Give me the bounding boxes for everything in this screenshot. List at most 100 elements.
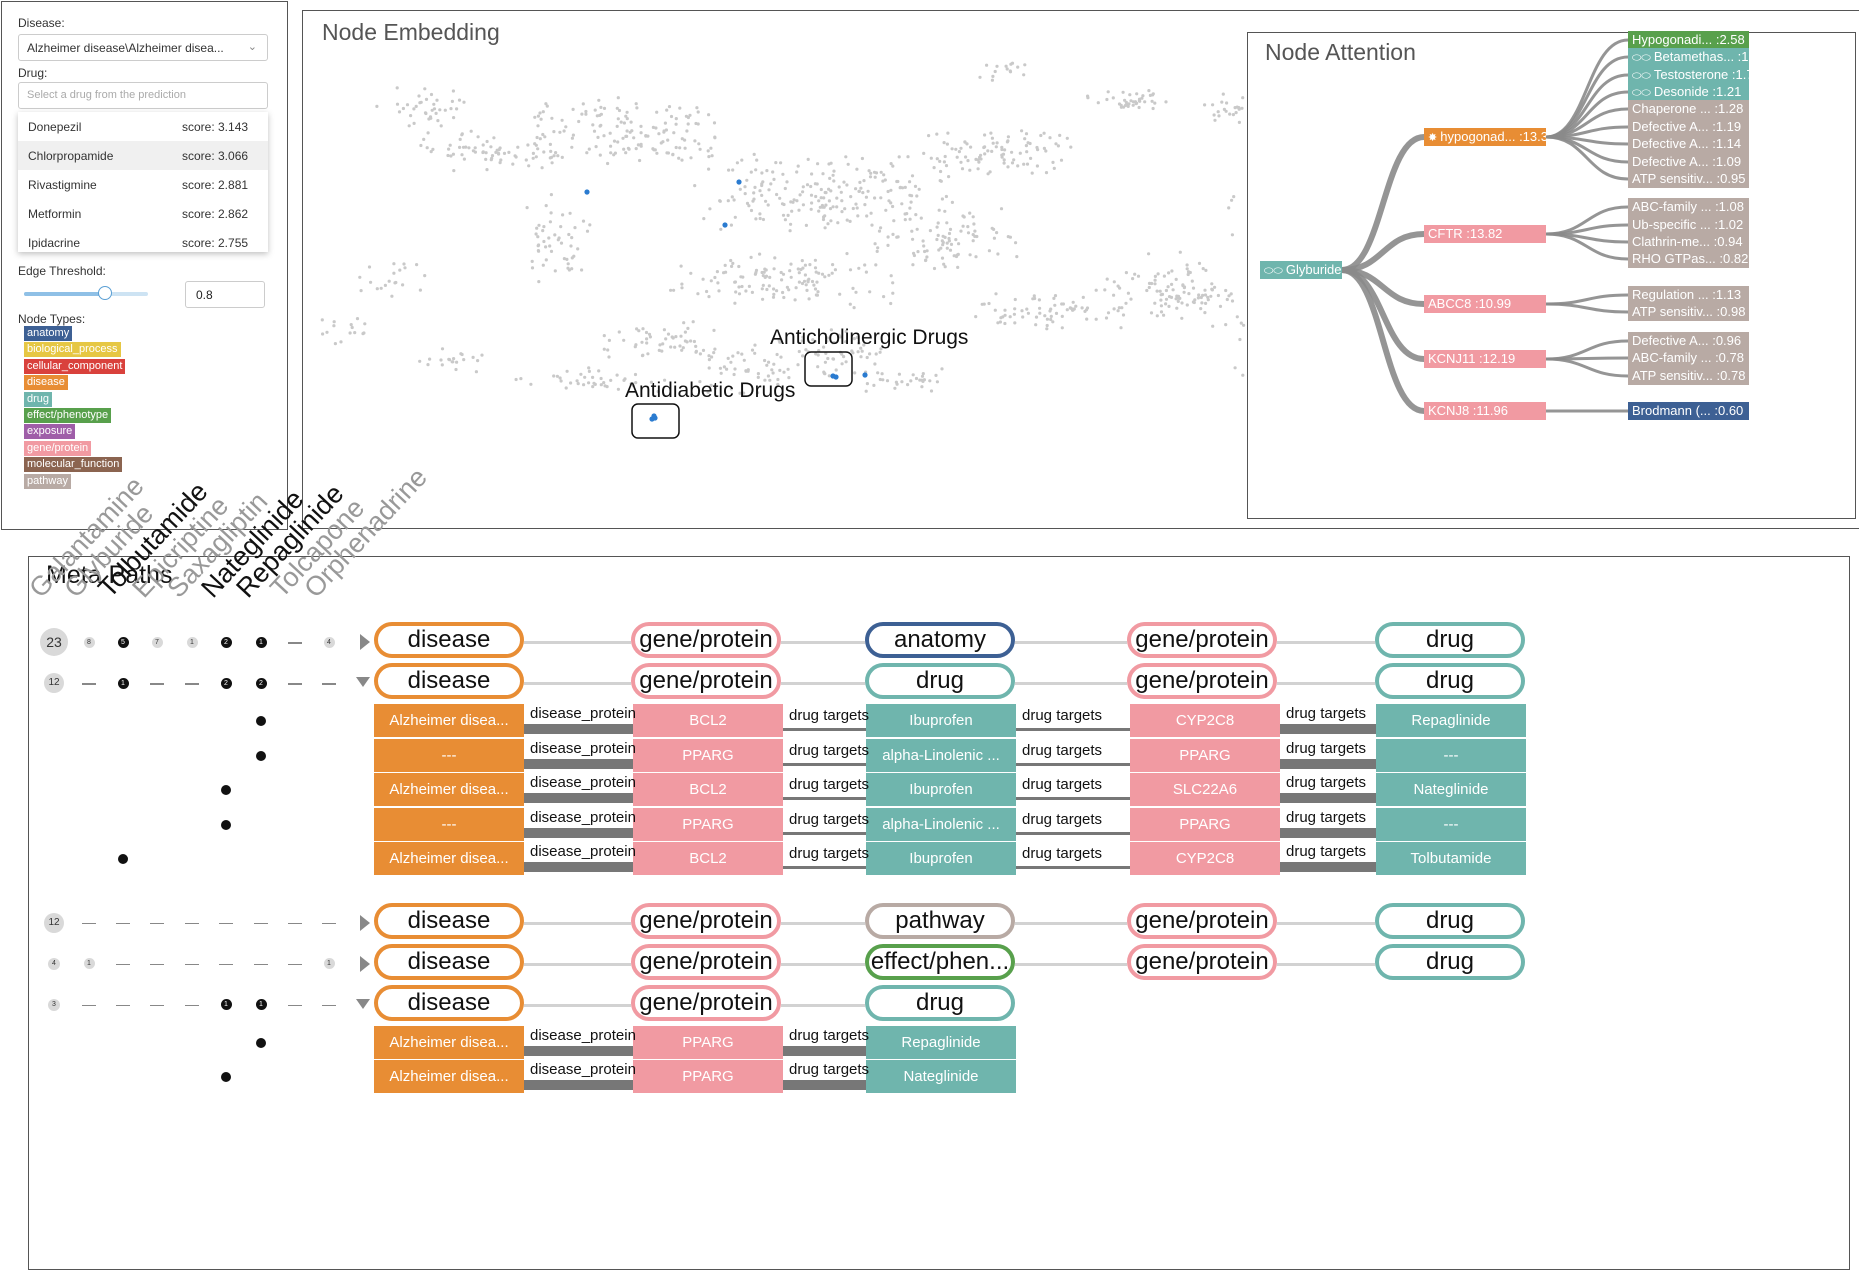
attention-node[interactable]: Brodmann (... :0.60 xyxy=(1628,402,1749,420)
meta-path-node-drug[interactable]: drug xyxy=(1375,622,1525,658)
meta-path-node-anatomy[interactable]: anatomy xyxy=(865,622,1015,658)
path-instance-node[interactable]: CYP2C8 xyxy=(1130,704,1280,737)
edge-threshold-slider[interactable] xyxy=(24,286,148,300)
path-instance-node[interactable]: PPARG xyxy=(633,1025,783,1059)
path-instance-node[interactable]: PPARG xyxy=(633,1060,783,1093)
meta-path-node-drug[interactable]: drug xyxy=(1375,943,1525,980)
meta-path-node-gene_protein[interactable]: gene/protein xyxy=(631,984,781,1021)
attention-node[interactable]: Defective A... :0.96 xyxy=(1628,332,1749,350)
path-instance-node[interactable]: BCL2 xyxy=(633,842,783,875)
path-instance-node[interactable]: alpha-Linolenic ... xyxy=(866,738,1016,772)
path-instance-node[interactable]: PPARG xyxy=(1130,738,1280,772)
meta-path-node-gene_protein[interactable]: gene/protein xyxy=(631,943,781,980)
meta-path-node-gene_protein[interactable]: gene/protein xyxy=(1127,943,1277,980)
path-instance-node[interactable]: Ibuprofen xyxy=(866,842,1016,875)
collapse-triangle-icon[interactable] xyxy=(356,677,370,687)
path-instance-node[interactable]: PPARG xyxy=(633,738,783,772)
attention-node[interactable]: ATP sensitiv... :0.98 xyxy=(1628,303,1749,321)
node-type-gene_protein[interactable]: gene/protein xyxy=(24,440,92,456)
node-type-effect_phenotype[interactable]: effect/phenotype xyxy=(24,408,112,423)
attention-node[interactable]: ABC-family ... :0.78 xyxy=(1628,349,1749,367)
attention-node[interactable]: Chaperone ... :1.28 xyxy=(1628,100,1749,118)
node-type-anatomy[interactable]: anatomy xyxy=(24,326,73,341)
meta-path-node-drug[interactable]: drug xyxy=(1375,663,1525,699)
path-instance-node[interactable]: PPARG xyxy=(1130,807,1280,841)
meta-path-node-drug[interactable]: drug xyxy=(865,663,1015,699)
attention-node[interactable]: ABCC8 :10.99 xyxy=(1424,295,1546,313)
attention-node[interactable]: Defective A... :1.19 xyxy=(1628,118,1749,136)
meta-path-node-gene_protein[interactable]: gene/protein xyxy=(1127,663,1277,699)
disease-select[interactable]: Alzheimer disease\Alzheimer disea... ⌄ xyxy=(18,34,268,61)
node-type-disease[interactable]: disease xyxy=(24,375,68,391)
path-instance-node[interactable]: BCL2 xyxy=(633,773,783,806)
path-instance-node[interactable]: Alzheimer disea... xyxy=(374,704,524,737)
expand-triangle-icon[interactable] xyxy=(360,914,370,931)
path-instance-node[interactable]: SLC22A6 xyxy=(1130,773,1280,806)
path-instance-node[interactable]: Repaglinide xyxy=(866,1025,1016,1059)
attention-node[interactable]: Clathrin-me... :0.94 xyxy=(1628,233,1749,251)
path-instance-node[interactable]: alpha-Linolenic ... xyxy=(866,807,1016,841)
path-instance-node[interactable]: CYP2C8 xyxy=(1130,842,1280,875)
drug-search-input[interactable]: Select a drug from the prediction xyxy=(18,82,268,109)
highlighted-drug-point[interactable] xyxy=(722,222,728,228)
path-instance-node[interactable]: --- xyxy=(1376,807,1526,841)
path-instance-node[interactable]: Ibuprofen xyxy=(866,773,1016,806)
attention-node[interactable]: CFTR :13.82 xyxy=(1424,225,1546,243)
meta-path-node-gene_protein[interactable]: gene/protein xyxy=(631,663,781,699)
highlighted-drug-point[interactable] xyxy=(862,372,868,378)
attention-node[interactable]: Defective A... :1.09 xyxy=(1628,153,1749,171)
path-instance-node[interactable]: Alzheimer disea... xyxy=(374,1060,524,1093)
path-instance-node[interactable]: Alzheimer disea... xyxy=(374,773,524,806)
attention-node[interactable]: ABC-family ... :1.08 xyxy=(1628,198,1749,216)
attention-node[interactable]: ATP sensitiv... :0.95 xyxy=(1628,170,1749,188)
path-instance-node[interactable]: --- xyxy=(374,807,524,841)
node-type-exposure[interactable]: exposure xyxy=(24,424,76,440)
meta-path-node-disease[interactable]: disease xyxy=(374,943,524,980)
attention-node[interactable]: ATP sensitiv... :0.78 xyxy=(1628,367,1749,385)
attention-node[interactable]: ⬭⬭ Testosterone :1.79 xyxy=(1628,66,1749,84)
path-instance-node[interactable]: Repaglinide xyxy=(1376,704,1526,737)
path-instance-node[interactable]: --- xyxy=(374,738,524,772)
attention-node[interactable]: ⬭⬭ Betamethas... :1.91 xyxy=(1628,48,1749,66)
meta-path-node-gene_protein[interactable]: gene/protein xyxy=(1127,622,1277,658)
attention-node[interactable]: ⬭⬭ Glyburide xyxy=(1260,261,1342,279)
expand-triangle-icon[interactable] xyxy=(360,955,370,972)
attention-node[interactable]: Hypogonadi... :2.58 xyxy=(1628,31,1749,49)
node-type-biological_process[interactable]: biological_process xyxy=(24,342,121,358)
highlighted-drug-point[interactable] xyxy=(584,189,590,195)
node-type-cellular_component[interactable]: cellular_component xyxy=(24,358,126,374)
path-instance-node[interactable]: Nateglinide xyxy=(866,1060,1016,1093)
meta-path-node-disease[interactable]: disease xyxy=(374,984,524,1021)
meta-path-node-gene_protein[interactable]: gene/protein xyxy=(631,902,781,939)
meta-path-node-disease[interactable]: disease xyxy=(374,663,524,699)
meta-path-node-drug[interactable]: drug xyxy=(1375,902,1525,939)
path-instance-node[interactable]: Alzheimer disea... xyxy=(374,1025,524,1059)
path-instance-node[interactable]: --- xyxy=(1376,738,1526,772)
slider-handle[interactable] xyxy=(97,286,112,300)
edge-threshold-input[interactable]: 0.8 xyxy=(185,281,265,308)
meta-path-node-gene_protein[interactable]: gene/protein xyxy=(631,622,781,658)
attention-node[interactable]: ⬭⬭ Desonide :1.21 xyxy=(1628,83,1749,101)
attention-node[interactable]: KCNJ8 :11.96 xyxy=(1424,402,1546,420)
highlighted-drug-point[interactable] xyxy=(833,374,839,380)
attention-node[interactable]: Defective A... :1.14 xyxy=(1628,135,1749,153)
path-instance-node[interactable]: Alzheimer disea... xyxy=(374,842,524,875)
highlighted-drug-point[interactable] xyxy=(736,179,742,185)
path-instance-node[interactable]: Tolbutamide xyxy=(1376,842,1526,875)
meta-path-node-disease[interactable]: disease xyxy=(374,622,524,658)
path-instance-node[interactable]: Nateglinide xyxy=(1376,773,1526,806)
path-instance-node[interactable]: PPARG xyxy=(633,807,783,841)
meta-path-node-disease[interactable]: disease xyxy=(374,902,524,939)
meta-path-node-pathway[interactable]: pathway xyxy=(865,902,1015,939)
attention-node[interactable]: Regulation ... :1.13 xyxy=(1628,286,1749,304)
meta-path-node-effect_phenotype[interactable]: effect/phen... xyxy=(865,943,1015,980)
meta-path-node-drug[interactable]: drug xyxy=(865,984,1015,1021)
node-type-molecular_function[interactable]: molecular_function xyxy=(24,457,123,473)
attention-node[interactable]: RHO GTPas... :0.82 xyxy=(1628,250,1749,268)
attention-node[interactable]: KCNJ11 :12.19 xyxy=(1424,350,1546,368)
collapse-triangle-icon[interactable] xyxy=(356,998,370,1009)
